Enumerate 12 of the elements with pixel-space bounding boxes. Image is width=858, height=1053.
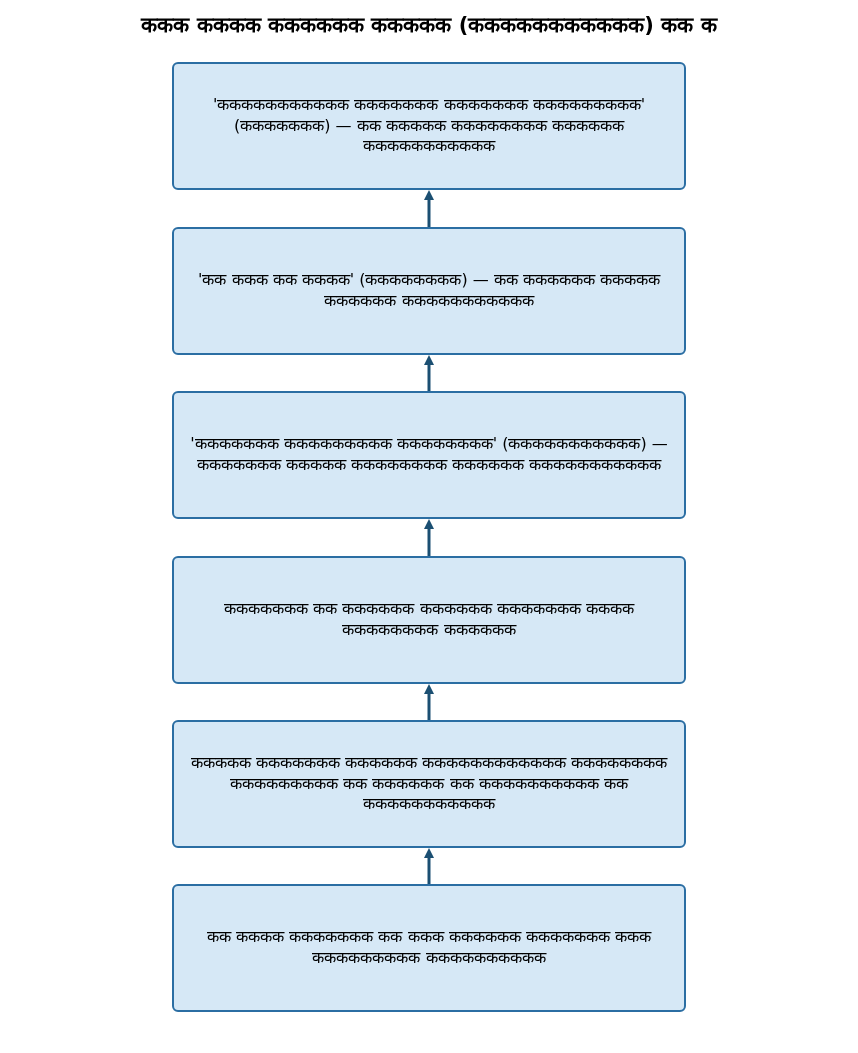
arrow xyxy=(424,190,434,227)
arrow xyxy=(424,355,434,391)
process-box: कक कककक ककककककक कक ककक कककककक ककककककक ककक ककककककककक कककककककककक xyxy=(172,884,686,1012)
process-box: ककककककक कक कककककक कककककक ककककककक कककक कककककककक कककककक xyxy=(172,556,686,684)
arrow xyxy=(424,519,434,556)
arrow xyxy=(424,684,434,720)
process-box: 'ककककककक ककककककककक कककककककक' (ककककककककककक) — ककककककक ककककक कककककककक कककककक ककककककककककक xyxy=(172,391,686,519)
diagram-title: ककक कककक कककककक ककककक (ककककककककककक) कक क xyxy=(139,12,719,39)
process-box: ककककक ककककककक कककककक कककककककककककक कककककककक ककककककककक कक कककककक कक कककककककककक कक ककककककककककक xyxy=(172,720,686,848)
process-box: 'कक ककक कक कककक' (कककककककक) — कक कककककक ककककक कककककक ककककककककककक xyxy=(172,227,686,355)
process-box: 'ककककककककककक ककककककक ककककककक ककककककककक' (ककककककक) — कक ककककक कककककककक कककककक ककककककककककक xyxy=(172,62,686,190)
arrow xyxy=(424,848,434,884)
